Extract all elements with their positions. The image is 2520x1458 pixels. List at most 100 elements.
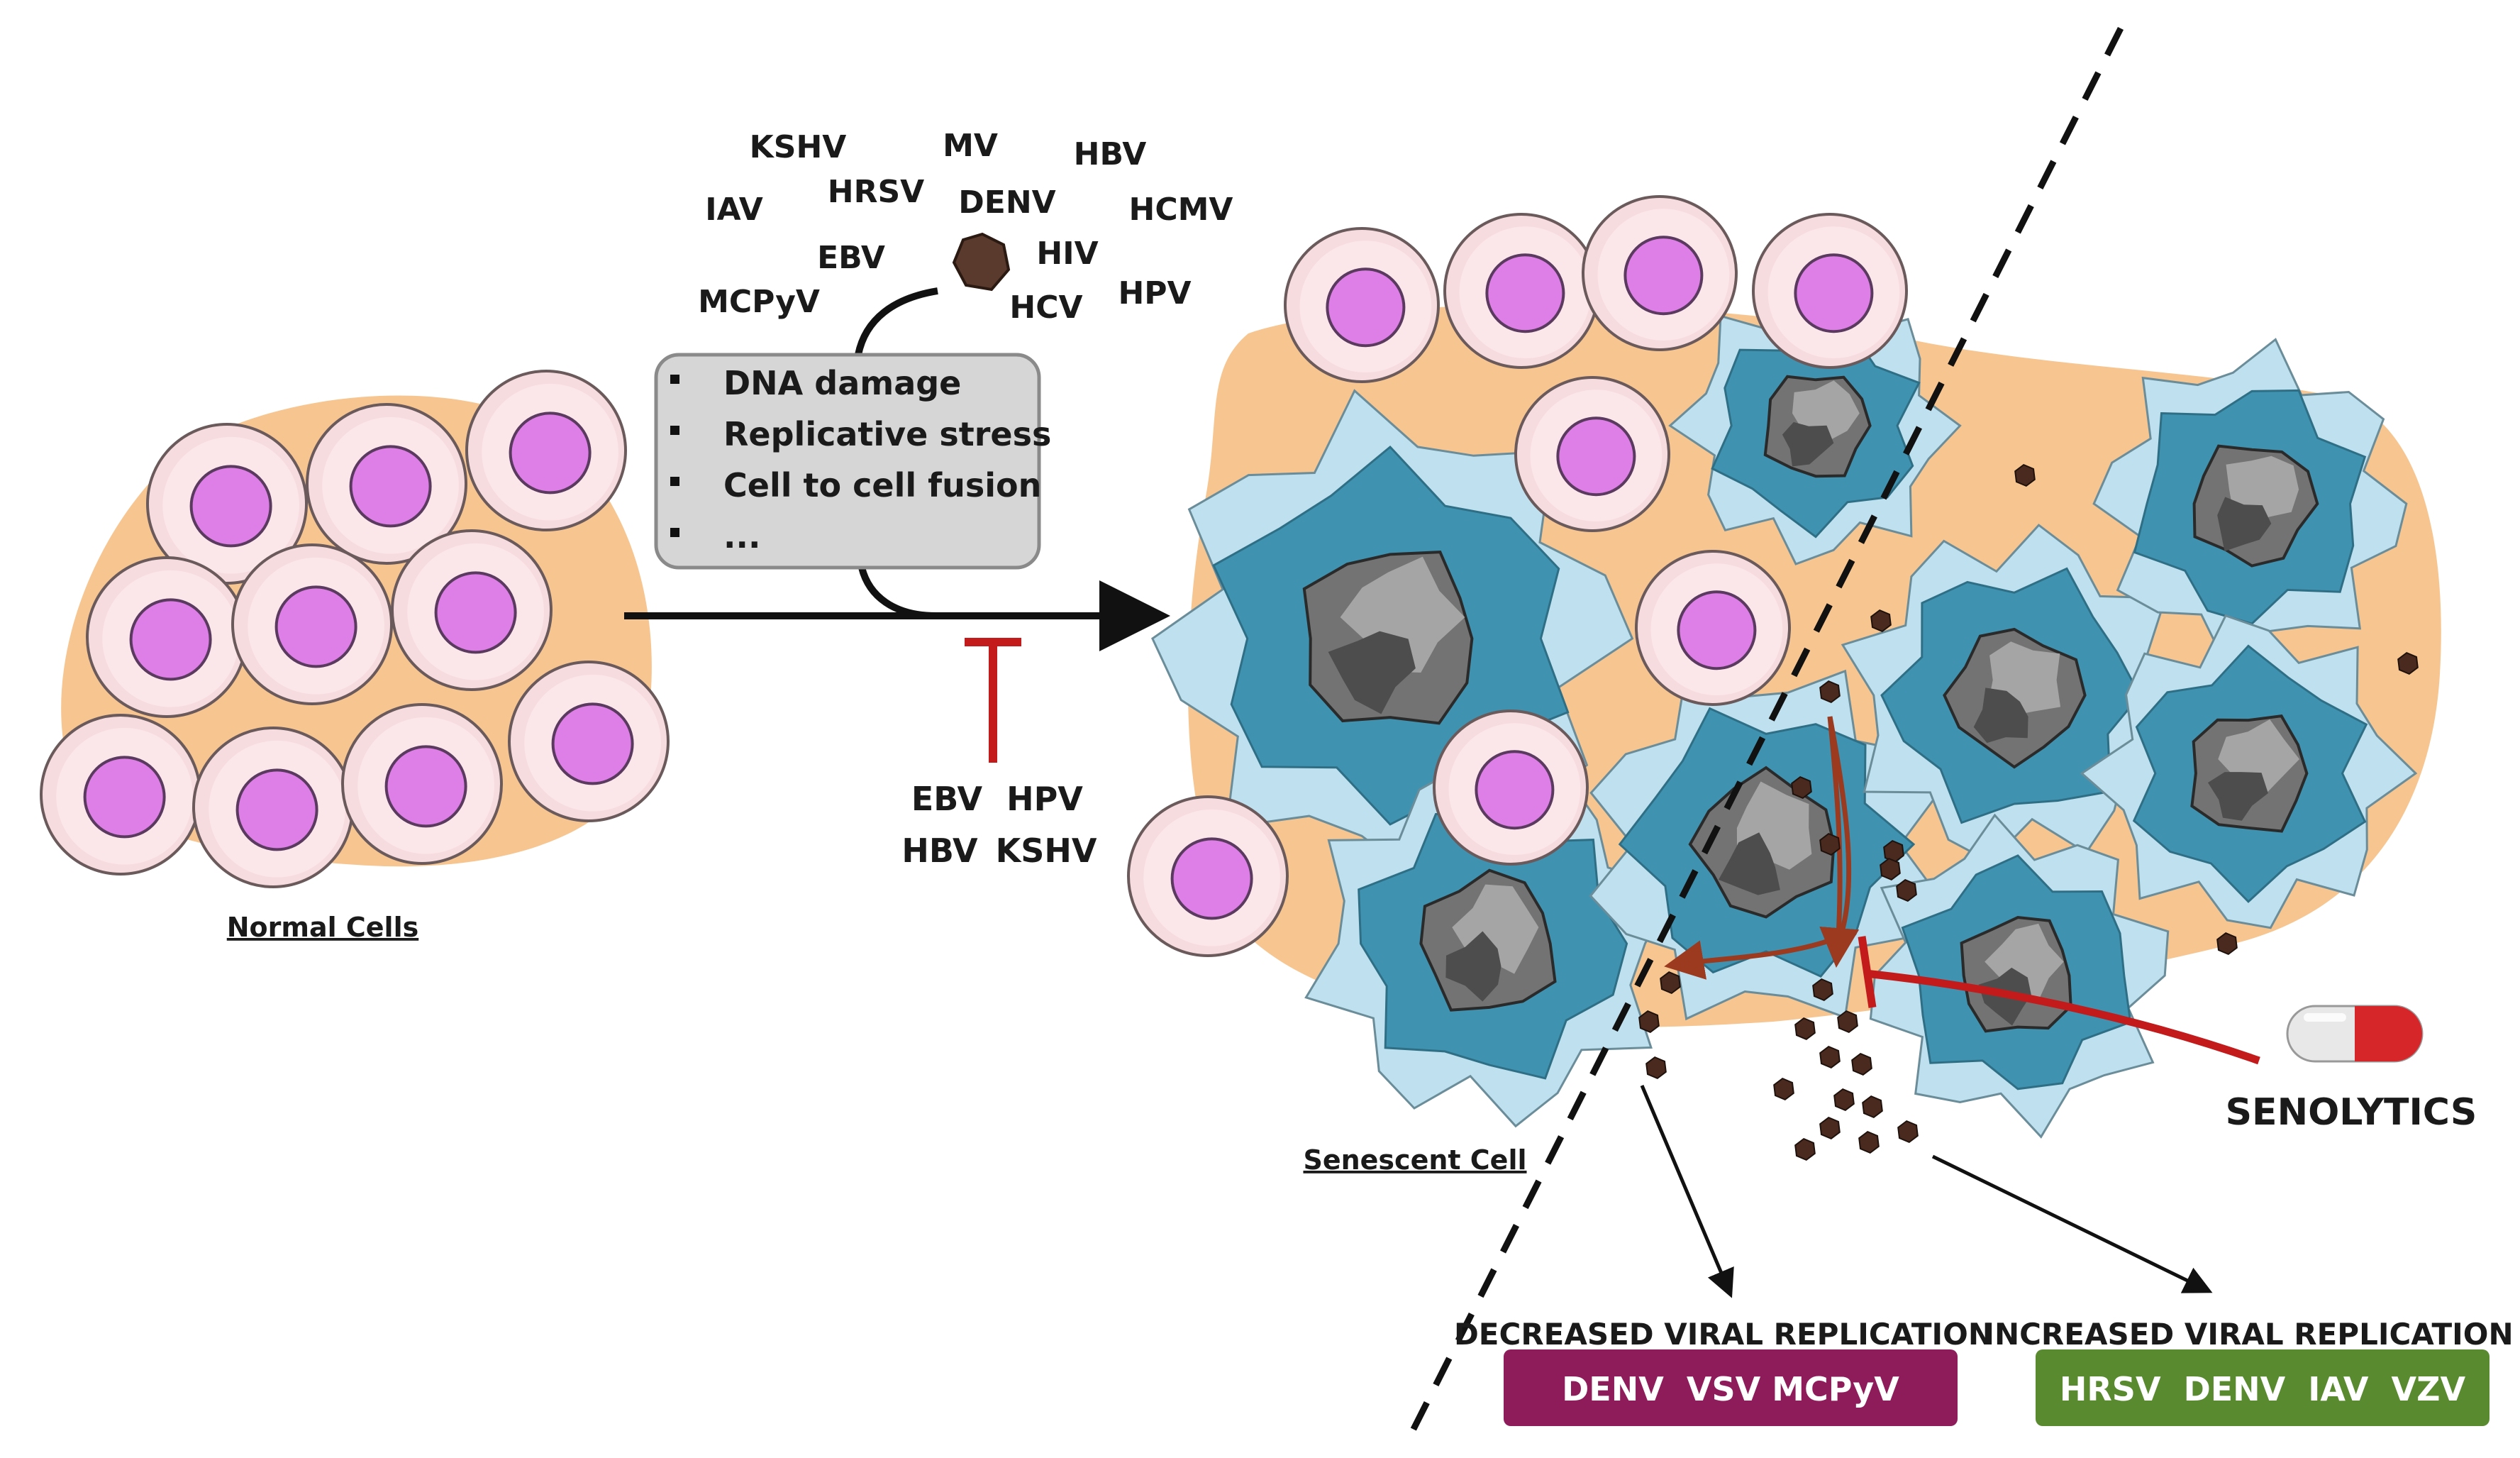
senolytics-inhibition (1858, 936, 2260, 1065)
virus-label: HRSV (828, 174, 924, 210)
increased-outcome-arrow (1931, 1154, 2213, 1293)
normal-cell (306, 403, 467, 565)
virion-icon (1660, 971, 1681, 995)
nucleus (189, 465, 272, 548)
virus-label: KSHV (750, 129, 847, 165)
virus-label: DENV (958, 184, 1055, 221)
normal-cell (192, 727, 354, 888)
virion-icon (1819, 832, 1841, 856)
bullet-icon (670, 375, 679, 384)
virus-label: MV (943, 128, 998, 164)
virion-icon (1773, 1077, 1794, 1101)
nucleus (1475, 750, 1555, 830)
normal-cell (1284, 227, 1440, 383)
nucleus (129, 598, 212, 681)
nucleus (349, 445, 432, 528)
dashed-divider (1404, 26, 2124, 1442)
virion-icon (2216, 932, 2238, 956)
virion-icon (1897, 1120, 1919, 1144)
increased-viruses: HRSV DENV IAV VZV (2060, 1370, 2466, 1408)
virion-release-arrow (1819, 716, 1860, 968)
senescent-tissue (1127, 195, 2441, 1139)
normal-cell (1127, 795, 1289, 957)
virus-label: HCMV (1129, 192, 1233, 228)
virus-label: MCPyV (698, 284, 820, 320)
virion-icon (1870, 609, 1892, 633)
virion-icon (1794, 1017, 1816, 1041)
viral-inhibition-symbol (965, 638, 1021, 763)
stimuli-box (654, 353, 1041, 570)
normal-cell (1433, 709, 1589, 866)
virion-icon (1896, 878, 1917, 902)
senescent-cell (1869, 813, 2170, 1139)
virion-icon (1819, 680, 1841, 704)
senescent-cell (1304, 763, 1676, 1128)
nucleus (1556, 416, 1636, 497)
nucleus (1170, 837, 1253, 920)
nucleus (1794, 253, 1874, 333)
normal-cell (465, 370, 627, 531)
virion-icon (2014, 463, 2036, 487)
normal-cell (508, 661, 670, 822)
nucleus (1485, 253, 1565, 333)
nucleus (384, 745, 467, 828)
virion-icon (2397, 651, 2419, 675)
increased-virus-box (2036, 1349, 2490, 1426)
virus-particle-icon (952, 232, 1011, 292)
inhibitor-virus: HPV (1006, 780, 1083, 818)
virus-label: HPV (1118, 275, 1191, 311)
virion-icon (1837, 1010, 1858, 1034)
virion-icon (1833, 1088, 1855, 1112)
normal-cell (1582, 195, 1738, 351)
nucleus (274, 585, 357, 668)
nucleus (1326, 267, 1406, 348)
virion-icon (1812, 978, 1833, 1002)
stimulus-item: Cell to cell fusion (723, 466, 1041, 504)
virion-icon (1858, 1130, 1880, 1154)
virion-icon (1862, 1095, 1883, 1119)
virion-icon (1791, 775, 1812, 800)
stimulus-item: ... (723, 517, 760, 556)
decreased-virus-box (1504, 1349, 1958, 1426)
stimulus-item: Replicative stress (723, 415, 1051, 453)
virion-icon (1880, 857, 1901, 881)
bullet-icon (670, 528, 679, 537)
bullet-icon (670, 426, 679, 435)
stimulus-item: DNA damage (723, 364, 961, 402)
increased-replication-panel: INCREASED VIRAL REPLICATION HRSV DENV IA… (1983, 1317, 2514, 1426)
virus-label: IAV (705, 192, 763, 228)
normal-cell (1443, 213, 1599, 369)
nucleus (551, 702, 634, 785)
normal-cell (86, 556, 248, 718)
nucleus (83, 756, 166, 839)
increased-title: INCREASED VIRAL REPLICATION (1983, 1317, 2513, 1352)
inhibitor-virus: EBV (911, 780, 983, 818)
normal-cell (1514, 376, 1670, 532)
normal-cell (1752, 213, 1908, 369)
bullet-icon (670, 477, 679, 486)
virion-icon (1819, 1045, 1841, 1069)
remaining-normal-cells (1127, 195, 1908, 957)
normal-cells-label: Normal Cells (227, 912, 418, 943)
normal-cell (231, 543, 393, 705)
inhibitor-virus: KSHV (996, 832, 1097, 870)
decreased-title: DECREASED VIRAL REPLICATION (1454, 1317, 1993, 1352)
virions (1638, 463, 2419, 1161)
nucleus (235, 768, 318, 851)
nucleus (1623, 236, 1704, 316)
stimulus-curve-bottom (858, 566, 937, 619)
virus-label: HBV (1074, 136, 1147, 172)
senescent-cell (2080, 614, 2418, 929)
normal-cell (146, 423, 308, 585)
senolytics-label: SENOLYTICS (2226, 1091, 2477, 1134)
nucleus (434, 571, 517, 654)
inhibitor-virus: HBV (901, 832, 978, 870)
normal-cell (40, 714, 201, 876)
normal-cells (40, 370, 670, 888)
normal-cell (341, 703, 503, 865)
virion-icon (1819, 1116, 1841, 1140)
decreased-outcome-arrow (1640, 1085, 1734, 1298)
virion-icon (1851, 1052, 1872, 1076)
stimulus-curve-top (855, 287, 938, 356)
